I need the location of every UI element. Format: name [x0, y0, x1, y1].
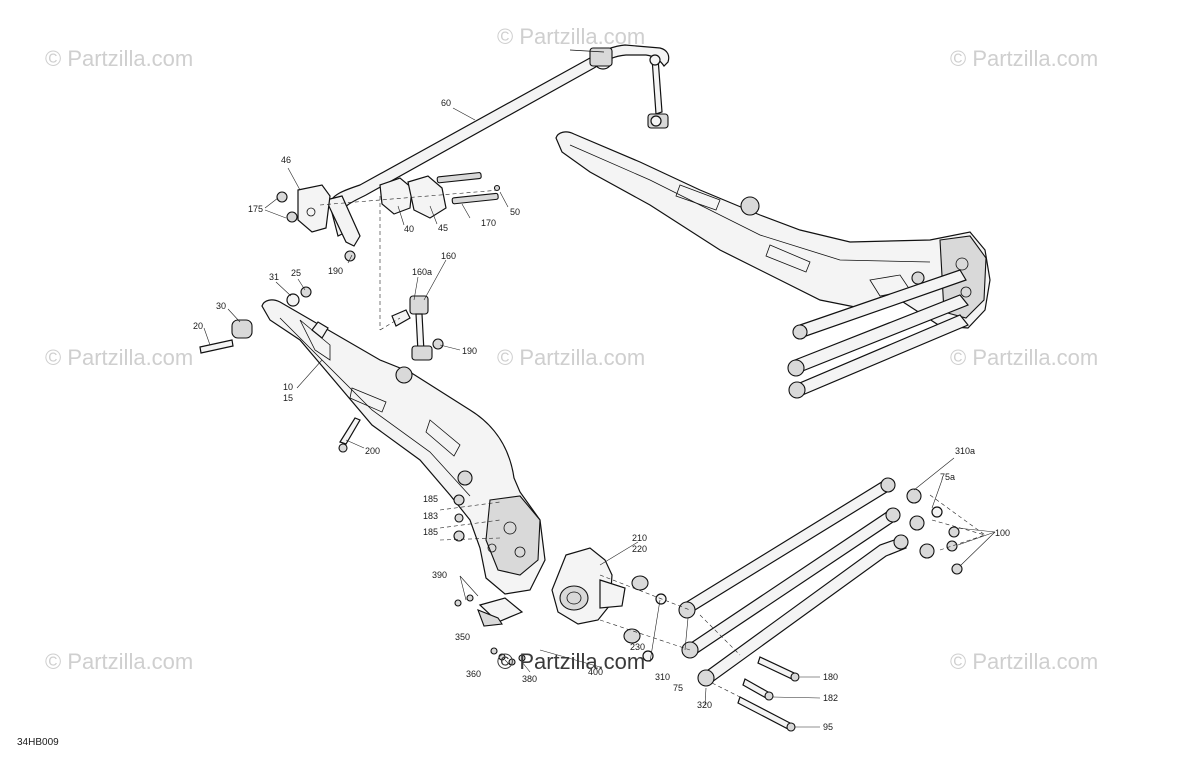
- callout-185[interactable]: 185: [423, 527, 438, 537]
- sway-bar-brackets: [276, 172, 501, 262]
- callout-210[interactable]: 210: [632, 533, 647, 543]
- watermark-main: © Partzilla.com: [497, 649, 645, 674]
- callout-labels: 60 46 175 40 45 170 50 190 31 25 160 160…: [193, 98, 1010, 732]
- link-hardware-right: [906, 488, 963, 575]
- callout-75a[interactable]: 75a: [940, 472, 955, 482]
- callout-75[interactable]: 75: [673, 683, 683, 693]
- callout-310[interactable]: 310: [655, 672, 670, 682]
- callout-170[interactable]: 170: [481, 218, 496, 228]
- callout-200[interactable]: 200: [365, 446, 380, 456]
- knuckle-bushings: [453, 494, 667, 662]
- callout-360[interactable]: 360: [466, 669, 481, 679]
- callout-175[interactable]: 175: [248, 204, 263, 214]
- callout-350[interactable]: 350: [455, 632, 470, 642]
- diagram-code: 34HB009: [17, 737, 59, 748]
- callout-220[interactable]: 220: [632, 544, 647, 554]
- callout-95[interactable]: 95: [823, 722, 833, 732]
- callout-20[interactable]: 20: [193, 321, 203, 331]
- callout-50[interactable]: 50: [510, 207, 520, 217]
- callout-40[interactable]: 40: [404, 224, 414, 234]
- watermark: © Partzilla.com: [950, 46, 1098, 71]
- callout-400[interactable]: 400: [588, 667, 603, 677]
- callout-10[interactable]: 10: [283, 382, 293, 392]
- stabilizer-link: [199, 196, 444, 361]
- callout-182[interactable]: 182: [823, 693, 838, 703]
- callout-100[interactable]: 100: [995, 528, 1010, 538]
- watermark: © Partzilla.com: [950, 345, 1098, 370]
- callout-25[interactable]: 25: [291, 268, 301, 278]
- callout-380[interactable]: 380: [522, 674, 537, 684]
- callout-185[interactable]: 185: [423, 494, 438, 504]
- watermark: © Partzilla.com: [45, 649, 193, 674]
- callout-46[interactable]: 46: [281, 155, 291, 165]
- assembly-guides: [319, 189, 986, 651]
- watermark-layer: © Partzilla.com © Partzilla.com © Partzi…: [45, 24, 1098, 674]
- callout-320[interactable]: 320: [697, 700, 712, 710]
- trailing-arm-right: [555, 131, 991, 399]
- trailing-arm-left: [261, 299, 546, 595]
- bolts-lower: [699, 614, 800, 732]
- callout-190[interactable]: 190: [328, 266, 343, 276]
- callout-160a[interactable]: 160a: [412, 267, 432, 277]
- watermark: © Partzilla.com: [497, 24, 645, 49]
- watermark: © Partzilla.com: [45, 46, 193, 71]
- sway-bar: [325, 44, 670, 247]
- lateral-links: [678, 477, 909, 687]
- callout-15[interactable]: 15: [283, 393, 293, 403]
- callout-30[interactable]: 30: [216, 301, 226, 311]
- callout-160[interactable]: 160: [441, 251, 456, 261]
- callout-230[interactable]: 230: [630, 642, 645, 652]
- watermark: © Partzilla.com: [45, 345, 193, 370]
- callout-190[interactable]: 190: [462, 346, 477, 356]
- watermark: © Partzilla.com: [950, 649, 1098, 674]
- knuckle: [551, 547, 626, 625]
- callout-183[interactable]: 183: [423, 511, 438, 521]
- callout-60[interactable]: 60: [441, 98, 451, 108]
- callout-45[interactable]: 45: [438, 223, 448, 233]
- callout-390[interactable]: 390: [432, 570, 447, 580]
- leader-lines: [203, 107, 996, 728]
- bracket-350: [454, 594, 526, 666]
- callout-31[interactable]: 31: [269, 272, 279, 282]
- callout-180[interactable]: 180: [823, 672, 838, 682]
- watermark: © Partzilla.com: [497, 345, 645, 370]
- callout-310a[interactable]: 310a: [955, 446, 975, 456]
